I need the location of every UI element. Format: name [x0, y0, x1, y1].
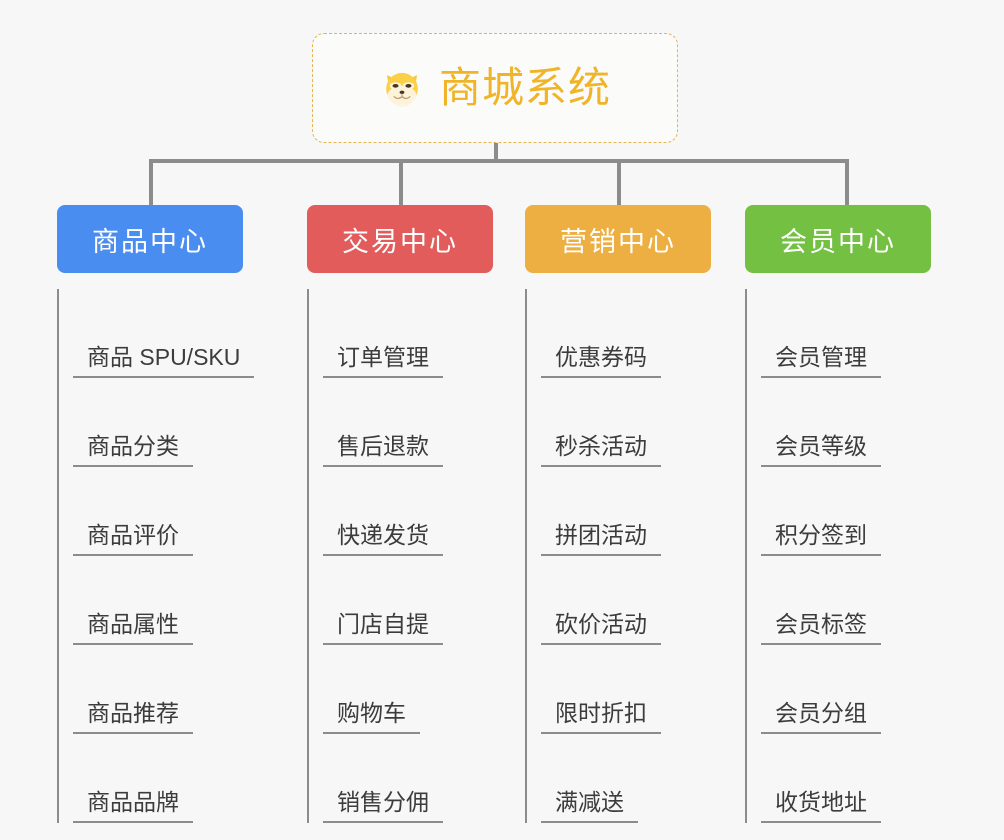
leaf-label: 满减送 [541, 789, 638, 823]
branch-header-trade-center[interactable]: 交易中心 [307, 205, 493, 273]
connector-root-stem [494, 143, 498, 161]
connector-drop-branch-2 [399, 159, 403, 205]
leaf-label: 商品分类 [73, 433, 193, 467]
leaf-item[interactable]: 商品属性 [73, 556, 277, 645]
leaf-label: 砍价活动 [541, 611, 661, 645]
leaf-list-product-center: 商品 SPU/SKU 商品分类 商品评价 商品属性 商品推荐 商品品牌 [57, 289, 277, 823]
branch-column-trade-center: 交易中心 订单管理 售后退款 快递发货 门店自提 购物车 销售分佣 [307, 205, 527, 823]
connector-drop-branch-3 [617, 159, 621, 205]
leaf-label: 购物车 [323, 700, 420, 734]
leaf-label: 限时折扣 [541, 700, 661, 734]
leaf-label: 订单管理 [323, 344, 443, 378]
leaf-item[interactable]: 商品 SPU/SKU [73, 289, 277, 378]
connector-horizontal-bus [149, 159, 849, 163]
branch-header-product-center[interactable]: 商品中心 [57, 205, 243, 273]
leaf-item[interactable]: 商品品牌 [73, 734, 277, 823]
leaf-label: 销售分佣 [323, 789, 443, 823]
leaf-item[interactable]: 销售分佣 [323, 734, 527, 823]
branch-header-marketing-center[interactable]: 营销中心 [525, 205, 711, 273]
leaf-label: 会员标签 [761, 611, 881, 645]
leaf-label: 商品品牌 [73, 789, 193, 823]
leaf-item[interactable]: 快递发货 [323, 467, 527, 556]
leaf-item[interactable]: 会员等级 [761, 378, 965, 467]
leaf-label: 会员管理 [761, 344, 881, 378]
leaf-item[interactable]: 优惠券码 [541, 289, 745, 378]
leaf-label: 会员等级 [761, 433, 881, 467]
leaf-item[interactable]: 门店自提 [323, 556, 527, 645]
leaf-label: 积分签到 [761, 522, 881, 556]
leaf-item[interactable]: 商品分类 [73, 378, 277, 467]
leaf-label: 收货地址 [761, 789, 881, 823]
leaf-label: 秒杀活动 [541, 433, 661, 467]
branch-column-marketing-center: 营销中心 优惠券码 秒杀活动 拼团活动 砍价活动 限时折扣 满减送 [525, 205, 745, 823]
leaf-item[interactable]: 满减送 [541, 734, 745, 823]
leaf-label: 商品 SPU/SKU [73, 344, 255, 378]
branch-column-product-center: 商品中心 商品 SPU/SKU 商品分类 商品评价 商品属性 商品推荐 商品品牌 [57, 205, 277, 823]
leaf-item[interactable]: 商品推荐 [73, 645, 277, 734]
leaf-label: 商品属性 [73, 611, 193, 645]
leaf-label: 门店自提 [323, 611, 443, 645]
leaf-label: 商品推荐 [73, 700, 193, 734]
leaf-item[interactable]: 砍价活动 [541, 556, 745, 645]
leaf-item[interactable]: 订单管理 [323, 289, 527, 378]
leaf-item[interactable]: 拼团活动 [541, 467, 745, 556]
leaf-item[interactable]: 秒杀活动 [541, 378, 745, 467]
leaf-item[interactable]: 积分签到 [761, 467, 965, 556]
leaf-label: 拼团活动 [541, 522, 661, 556]
shiba-dog-face-icon [379, 65, 425, 111]
root-node[interactable]: 商城系统 [312, 33, 678, 143]
connector-drop-branch-4 [845, 159, 849, 205]
connector-drop-branch-1 [149, 159, 153, 205]
leaf-item[interactable]: 商品评价 [73, 467, 277, 556]
leaf-item[interactable]: 会员分组 [761, 645, 965, 734]
leaf-label: 快递发货 [323, 522, 443, 556]
leaf-item[interactable]: 限时折扣 [541, 645, 745, 734]
branch-header-member-center[interactable]: 会员中心 [745, 205, 931, 273]
leaf-list-member-center: 会员管理 会员等级 积分签到 会员标签 会员分组 收货地址 [745, 289, 965, 823]
leaf-item[interactable]: 会员管理 [761, 289, 965, 378]
leaf-item[interactable]: 会员标签 [761, 556, 965, 645]
leaf-list-marketing-center: 优惠券码 秒杀活动 拼团活动 砍价活动 限时折扣 满减送 [525, 289, 745, 823]
leaf-item[interactable]: 售后退款 [323, 378, 527, 467]
root-title: 商城系统 [438, 64, 611, 111]
leaf-label: 优惠券码 [541, 344, 661, 378]
leaf-item[interactable]: 收货地址 [761, 734, 965, 823]
leaf-item[interactable]: 购物车 [323, 645, 527, 734]
leaf-label: 会员分组 [761, 700, 881, 734]
leaf-label: 商品评价 [73, 522, 193, 556]
leaf-list-trade-center: 订单管理 售后退款 快递发货 门店自提 购物车 销售分佣 [307, 289, 527, 823]
branch-column-member-center: 会员中心 会员管理 会员等级 积分签到 会员标签 会员分组 收货地址 [745, 205, 965, 823]
leaf-label: 售后退款 [323, 433, 443, 467]
